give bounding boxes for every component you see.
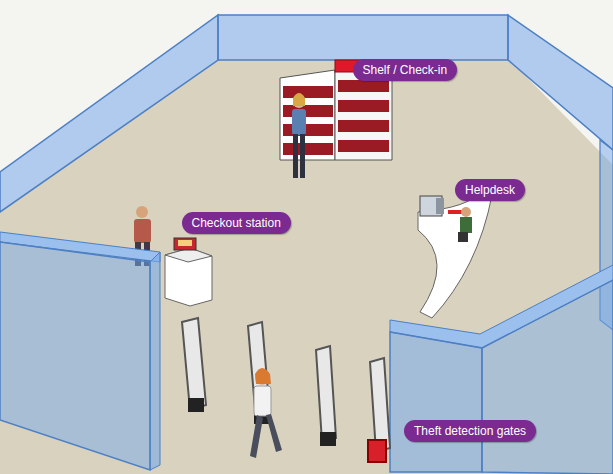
callout-label: Shelf / Check-in [353, 59, 458, 81]
wall [0, 242, 150, 470]
wall [508, 15, 613, 150]
wall [482, 280, 613, 474]
label-text: Shelf / Check-in [363, 63, 448, 77]
person [250, 368, 282, 458]
helpdesk [418, 190, 492, 318]
label-text: Theft detection gates [414, 424, 526, 438]
wall [218, 15, 508, 60]
callout-label: Checkout station [182, 212, 291, 234]
gate [182, 318, 390, 462]
checkout-station [165, 238, 212, 306]
wall [0, 15, 218, 212]
wall [150, 252, 160, 470]
person [292, 93, 306, 178]
wall [390, 332, 482, 472]
label-text: Helpdesk [465, 183, 515, 197]
callout-label: Helpdesk [455, 179, 525, 201]
callout-label: Theft detection gates [404, 420, 536, 442]
label-text: Checkout station [192, 216, 281, 230]
